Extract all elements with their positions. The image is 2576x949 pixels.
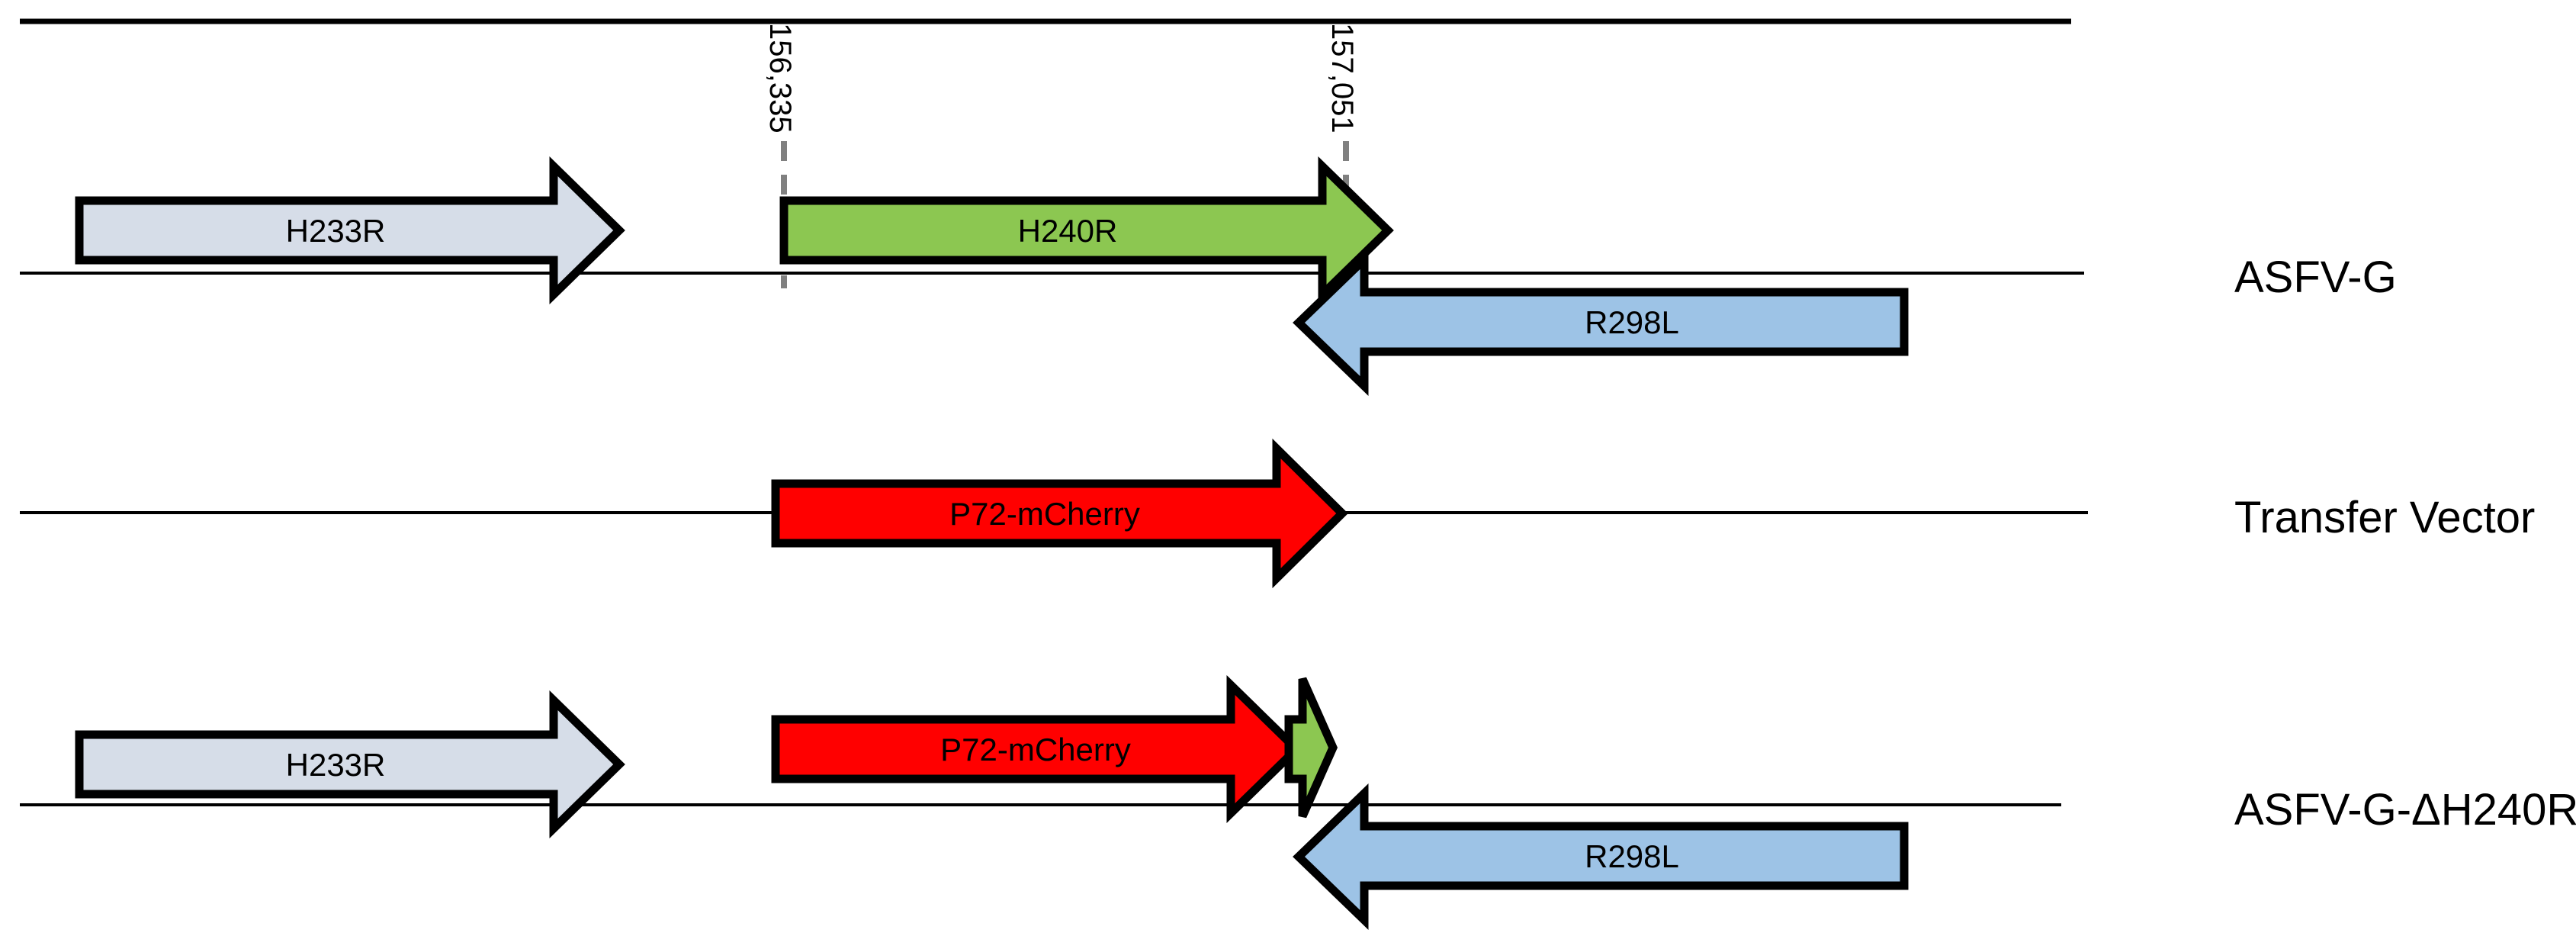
gene-shape (771, 438, 1348, 589)
gene-label: H233R (286, 747, 386, 783)
coordinate-label-left-breakpoint: 156,335 (763, 23, 797, 134)
gene-arrow-asfv-g-delta-h240r-p72-mcherry[interactable]: P72-mCherry (771, 674, 1302, 824)
gene-shape (1284, 677, 1338, 819)
gene-shape (75, 156, 625, 305)
gene-shape (1293, 783, 1909, 930)
track-transfer-vector: P72-mCherry (20, 438, 2088, 589)
gene-arrow-transfer-vector-p72-mcherry[interactable]: P72-mCherry (771, 438, 1348, 589)
gene-shape (771, 674, 1302, 824)
gene-label: P72-mCherry (940, 732, 1131, 767)
gene-shape (1293, 249, 1909, 396)
gene-arrow-asfv-g-delta-h240r-h240r-remnant[interactable] (1284, 677, 1338, 819)
gene-arrow-asfv-g-delta-h240r-h233r[interactable]: H233R (75, 690, 625, 839)
track-title-asfv-g: ASFV-G (2234, 253, 2397, 302)
track-asfv-g: H233R H240R R298L (20, 156, 2084, 396)
coordinate-label-right-breakpoint: 157,051 (1325, 23, 1359, 134)
gene-arrow-asfv-g-h233r[interactable]: H233R (75, 156, 625, 305)
gene-label: R298L (1585, 838, 1679, 874)
gene-label: P72-mCherry (949, 496, 1140, 532)
gene-arrow-asfv-g-h240r[interactable]: H240R (779, 156, 1394, 305)
gene-label: H240R (1018, 213, 1118, 249)
gene-label: R298L (1585, 304, 1679, 340)
gene-shape (75, 690, 625, 839)
gene-arrow-asfv-g-r298l[interactable]: R298L (1293, 249, 1909, 396)
gene-arrow-asfv-g-delta-h240r-r298l[interactable]: R298L (1293, 783, 1909, 930)
track-title-asfv-g-delta-h240r: ASFV-G-ΔH240R (2234, 785, 2576, 835)
gene-label: H233R (286, 213, 386, 249)
track-title-transfer-vector: Transfer Vector (2234, 493, 2536, 542)
